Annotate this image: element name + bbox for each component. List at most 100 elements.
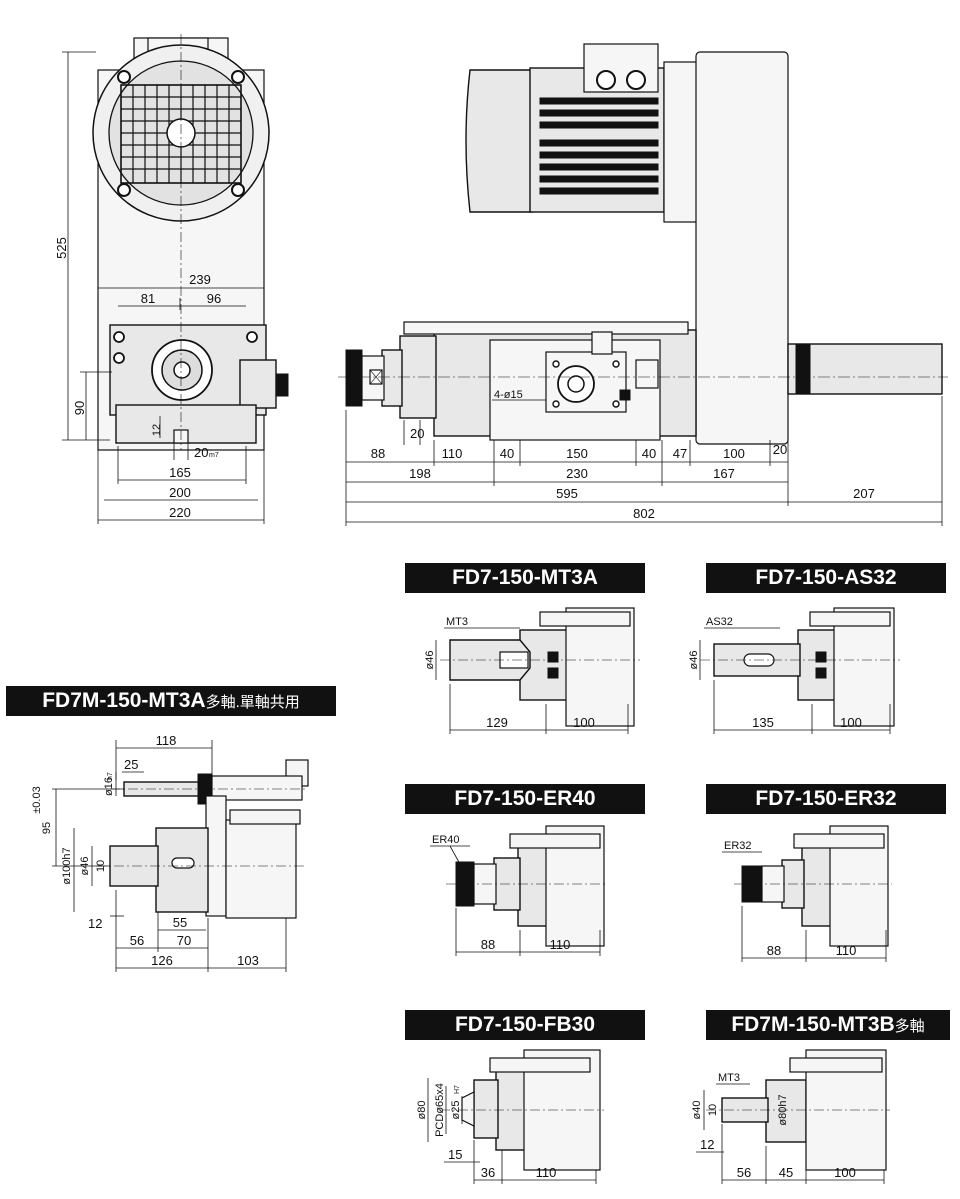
banner-multi-model: FD7M-150-MT3A	[42, 689, 206, 712]
dim-20: 20	[773, 442, 787, 457]
dim-110: 110	[836, 943, 857, 958]
dim-36: 36	[481, 1165, 495, 1180]
banner-multi: FD7M-150-MT3A多軸.單軸共用	[6, 686, 336, 716]
dim-81: 81	[141, 291, 155, 306]
detail-er32: ER32 88 110	[722, 825, 892, 962]
spindle-flange	[517, 845, 549, 927]
dim-40b: 40	[642, 446, 656, 461]
feed-body-section	[565, 607, 635, 727]
guide-rail	[489, 1057, 591, 1073]
spindle-flange	[205, 795, 227, 917]
dim-15: 15	[448, 1147, 462, 1162]
feed-body-section	[225, 819, 297, 919]
banner-mt3b-model: FD7M-150-MT3B	[731, 1013, 895, 1036]
dim-802: 802	[633, 506, 655, 521]
knurled-knob	[275, 373, 289, 397]
label-mt3: MT3	[446, 616, 468, 628]
bolt-hole-icon	[117, 70, 131, 84]
dim-167: 167	[713, 466, 735, 481]
dim-56: 56	[130, 933, 144, 948]
dim-47: 47	[673, 446, 687, 461]
collet-chuck	[345, 349, 363, 407]
dim-dia-100: ø100h7	[61, 847, 73, 884]
dim-pcd: PCDø65x4	[434, 1083, 446, 1137]
bolt-hole-icon	[552, 400, 560, 408]
bolt-hole-icon	[612, 360, 620, 368]
guide-rail	[509, 833, 601, 849]
dim-10: 10	[707, 1104, 719, 1116]
dim-118: 118	[156, 733, 177, 748]
dim-88: 88	[767, 943, 781, 958]
dim-239: 239	[189, 272, 211, 287]
bolt-hole-icon	[246, 331, 258, 343]
multi-head-flange	[155, 827, 209, 913]
dim-dia-16-tolerance: h7	[107, 772, 114, 780]
cable-gland-icon	[596, 70, 616, 90]
dim-25: 25	[124, 757, 138, 772]
banner-er40: FD7-150-ER40	[405, 784, 645, 814]
dim-100: 100	[840, 715, 862, 730]
guide-rail	[809, 611, 891, 627]
guide-rail	[793, 833, 885, 849]
bolt-hole-icon	[113, 331, 125, 343]
dim-129: 129	[486, 715, 508, 730]
dim-230: 230	[566, 466, 588, 481]
dim-45: 45	[779, 1165, 793, 1180]
dim-20-side: 20	[410, 426, 424, 441]
side-view: 4-ø15 20 88 110 40 150 40 47 100 20	[338, 43, 948, 526]
bolt-hole-icon	[552, 360, 560, 368]
banner-mt3b: FD7M-150-MT3B多軸	[706, 1010, 950, 1040]
stopper-knob	[619, 389, 631, 401]
dim-12: 12	[151, 424, 163, 436]
label-er32: ER32	[724, 840, 752, 852]
spindle-flange	[801, 845, 833, 927]
dim-dia-46: ø46	[424, 651, 436, 670]
front-view: 525 90 239 81 96 12 20 m7 165 200 220	[54, 34, 289, 524]
detail-multi-spindle: 95 ±0.03 ø100h7 ø46 10 ø16 h7 118 25 12 …	[31, 733, 309, 972]
upper-rail	[211, 775, 303, 801]
banner-as32: FD7-150-AS32	[706, 563, 946, 593]
dim-207: 207	[853, 486, 875, 501]
stopper-block	[635, 359, 659, 389]
spindle-bore	[173, 361, 191, 379]
dim-88: 88	[481, 937, 495, 952]
dim-dia-16: ø16	[103, 777, 115, 796]
belt-housing	[695, 51, 789, 445]
motor-terminal-box	[583, 43, 659, 93]
dim-95: 95	[41, 822, 53, 834]
dim-96: 96	[207, 291, 221, 306]
knurled-collar	[795, 343, 811, 395]
detail-mt3a: MT3 ø46 129 100	[424, 607, 640, 734]
dim-100: 100	[723, 446, 745, 461]
dim-150: 150	[566, 446, 588, 461]
bolt-hole-icon	[117, 183, 131, 197]
dim-135: 135	[752, 715, 774, 730]
dim-dia-80: ø80h7	[777, 1094, 789, 1125]
front-dimensions	[62, 51, 265, 524]
dim-20-tolerance: m7	[209, 452, 219, 459]
label-holes: 4-ø15	[494, 389, 523, 401]
dim-88: 88	[371, 446, 385, 461]
dim-12: 12	[700, 1137, 714, 1152]
banner-fb30: FD7-150-FB30	[405, 1010, 645, 1040]
dim-70: 70	[177, 933, 191, 948]
dim-110: 110	[550, 937, 571, 952]
detail-fb30: ø80 PCDø65x4 ø25 H7 15 36 110	[416, 1049, 604, 1184]
cable-gland-icon	[626, 70, 646, 90]
guide-rail	[539, 611, 631, 627]
dim-55: 55	[173, 915, 187, 930]
fb30-arbor	[461, 1091, 475, 1127]
dim-110: 110	[442, 446, 463, 461]
motor-fan-end	[465, 69, 533, 213]
dim-10: 10	[95, 860, 107, 872]
dim-525: 525	[54, 237, 69, 259]
bolt-hole-icon	[612, 400, 620, 408]
spindle-nose	[381, 349, 403, 407]
banner-mt3a: FD7-150-MT3A	[405, 563, 645, 593]
dim-198: 198	[409, 466, 431, 481]
dim-90: 90	[72, 401, 87, 415]
dim-12: 12	[88, 916, 102, 931]
feed-handwheel-housing	[239, 359, 277, 409]
label-er40: ER40	[432, 834, 460, 846]
